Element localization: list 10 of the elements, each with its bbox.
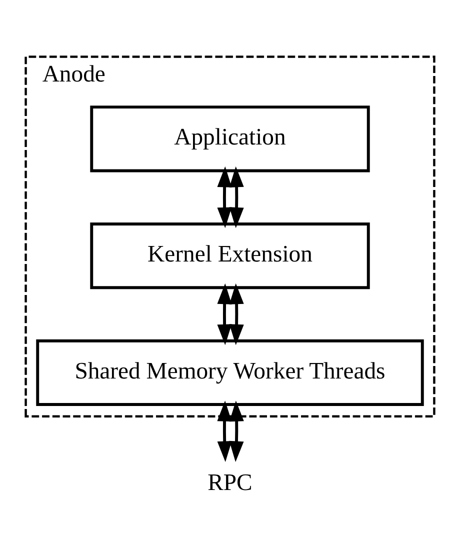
- arrow: [217, 400, 232, 462]
- node-box: Kernel Extension: [90, 222, 370, 290]
- node-text: RPC: [208, 470, 252, 496]
- arrow: [229, 166, 244, 228]
- arrow: [217, 283, 232, 346]
- node-box: Application: [90, 106, 370, 172]
- arrow: [217, 166, 232, 228]
- arrow: [229, 283, 244, 346]
- arrow: [229, 400, 244, 462]
- node-box: Shared Memory Worker Threads: [36, 339, 424, 406]
